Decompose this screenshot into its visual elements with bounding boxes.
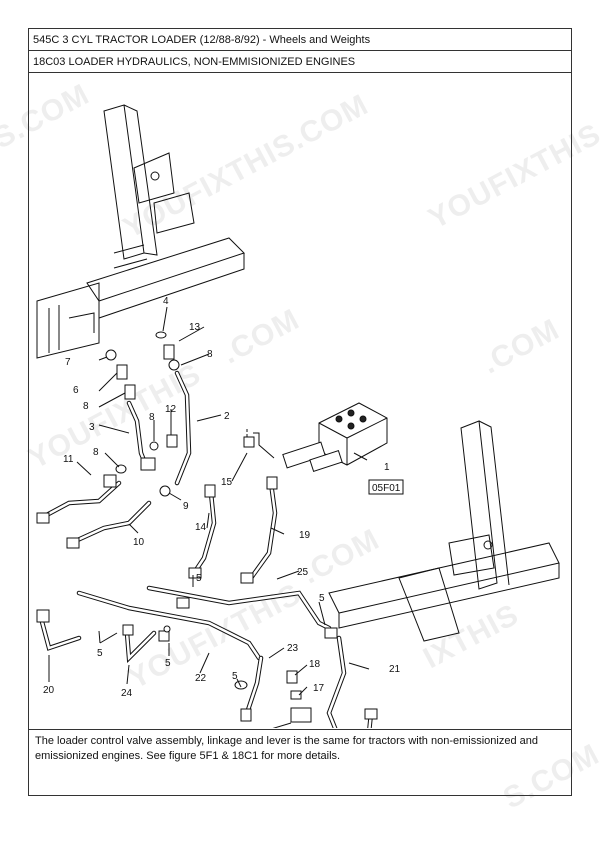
callout-5: 5 bbox=[97, 648, 103, 659]
loader-frame-upper bbox=[36, 104, 245, 359]
callout-10: 10 bbox=[133, 537, 145, 548]
callouts: 1 2 3 4 5 5 5 5 5 6 7 8 8 8 8 9 10 11 12… bbox=[43, 296, 401, 749]
hydraulics-drawing: 05F01 1 2 3 4 5 5 5 5 5 6 7 8 8 8 8 9 10 bbox=[36, 104, 560, 749]
fittings bbox=[36, 331, 378, 749]
callout-3: 3 bbox=[89, 422, 95, 433]
callout-11: 11 bbox=[63, 454, 74, 465]
callout-18: 18 bbox=[309, 659, 321, 670]
callout-21: 21 bbox=[389, 664, 401, 675]
callout-23: 23 bbox=[287, 643, 299, 654]
callout-25: 25 bbox=[297, 567, 309, 578]
callout-13: 13 bbox=[189, 322, 201, 333]
callout-20: 20 bbox=[43, 685, 55, 696]
control-valve bbox=[246, 402, 388, 472]
callout-22: 22 bbox=[195, 673, 207, 684]
leader-lines bbox=[48, 306, 370, 746]
callout-24: 24 bbox=[121, 688, 133, 699]
callout-8: 8 bbox=[83, 401, 89, 412]
section-title: 18C03 LOADER HYDRAULICS, NON-EMMISIONIZE… bbox=[29, 51, 571, 73]
callout-6: 6 bbox=[73, 385, 79, 396]
callout-12: 12 bbox=[165, 404, 177, 415]
loader-frame-lower bbox=[328, 420, 560, 642]
callout-5: 5 bbox=[196, 573, 202, 584]
exploded-parts-diagram: 05F01 1 2 3 4 5 5 5 5 5 6 7 8 8 8 8 9 10 bbox=[29, 73, 571, 749]
callout-14: 14 bbox=[195, 522, 207, 533]
parts-page: 545C 3 CYL TRACTOR LOADER (12/88-8/92) -… bbox=[28, 28, 572, 796]
callout-9: 9 bbox=[183, 501, 189, 512]
page-title: 545C 3 CYL TRACTOR LOADER (12/88-8/92) -… bbox=[29, 29, 571, 51]
callout-4: 4 bbox=[163, 296, 169, 307]
callout-5: 5 bbox=[319, 593, 325, 604]
callout-17: 17 bbox=[313, 683, 325, 694]
callout-15: 15 bbox=[221, 477, 233, 488]
callout-7: 7 bbox=[65, 357, 71, 368]
figure-ref-label: 05F01 bbox=[372, 483, 401, 494]
callout-8: 8 bbox=[207, 349, 213, 360]
footer-note: The loader control valve assembly, linka… bbox=[29, 729, 571, 768]
callout-2: 2 bbox=[224, 411, 230, 422]
callout-5: 5 bbox=[232, 671, 238, 682]
callout-8: 8 bbox=[93, 447, 99, 458]
callout-1: 1 bbox=[384, 462, 390, 473]
callout-19: 19 bbox=[299, 530, 311, 541]
callout-8: 8 bbox=[149, 412, 155, 423]
callout-5: 5 bbox=[165, 658, 171, 669]
